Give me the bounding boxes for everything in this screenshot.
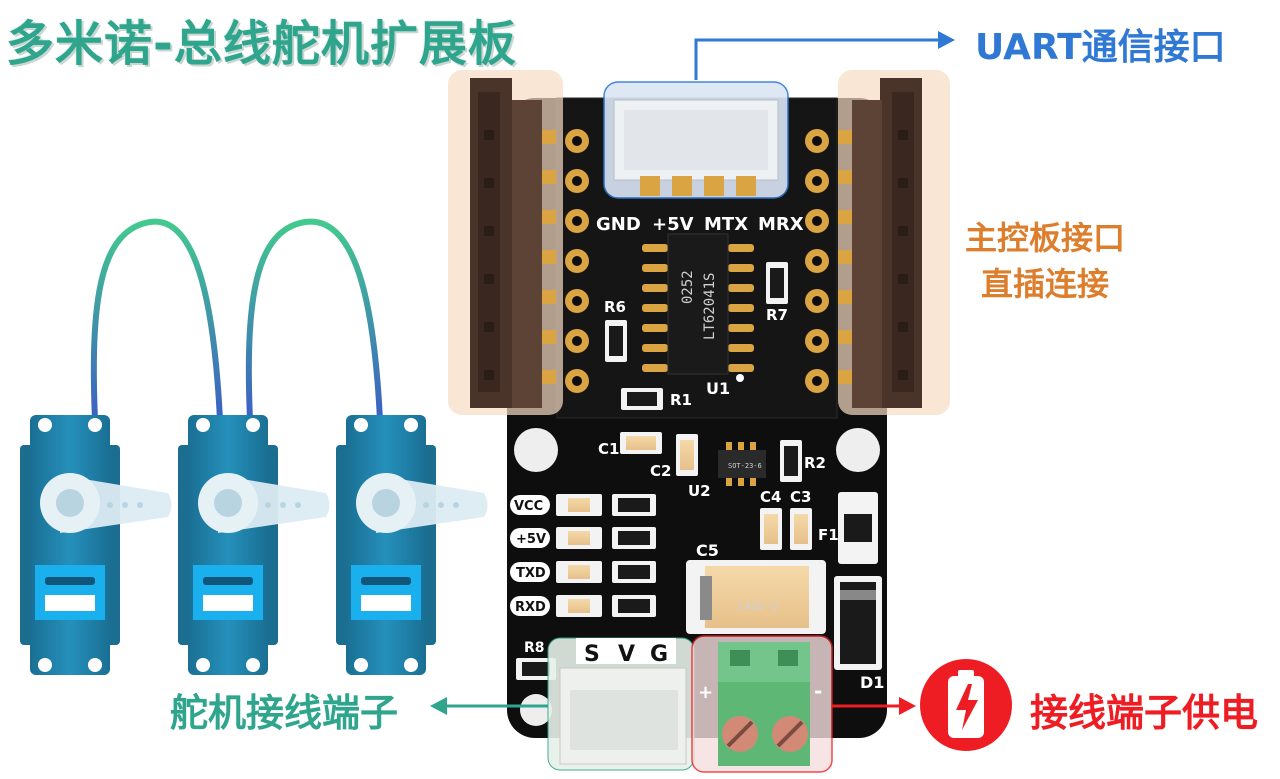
servo-terminal-connector [547, 637, 695, 771]
label-r7: R7 [766, 306, 788, 324]
servo-pin-g: G [650, 642, 668, 667]
c5-marking: CASE-D [738, 600, 778, 613]
power-terminal-connector [691, 635, 833, 773]
label-u2: U2 [688, 482, 711, 500]
left-pin-header [470, 78, 556, 408]
chip-marking-1: 0252 [680, 270, 696, 304]
pin-label-mrx: MRX [758, 214, 804, 235]
label-r8: R8 [524, 640, 545, 656]
power-terminal-label: 接线端子供电 [1030, 691, 1259, 735]
label-f1: F1 [818, 526, 839, 544]
led-label-rxd: RXD [515, 600, 546, 615]
right-pin-header [838, 78, 922, 408]
servo-pin-v: V [618, 642, 635, 667]
pin-label-5v: +5V [652, 214, 694, 235]
uart-label: UART通信接口 [975, 27, 1226, 68]
led-indicators [510, 494, 656, 680]
pin-label-mtx: MTX [704, 214, 748, 235]
main-ctrl-label: 主控板接口 直插连接 [965, 215, 1125, 307]
label-c2: C2 [650, 462, 671, 480]
servo-2 [178, 415, 330, 675]
label-r2: R2 [804, 454, 826, 472]
chip-u1 [642, 233, 754, 382]
label-c5: C5 [696, 541, 719, 560]
label-c4: C4 [760, 488, 781, 506]
u2-marking: SOT-23-6 [728, 462, 762, 470]
page-title: 多米诺-总线舵机扩展板 [6, 16, 517, 72]
servo-wires [90, 218, 383, 421]
power-plus: + [698, 682, 713, 703]
label-r1: R1 [670, 391, 692, 409]
led-label-vcc: VCC [514, 499, 543, 514]
led-label-txd: TXD [516, 566, 546, 581]
main-ctrl-line-1: 主控板接口 [965, 219, 1126, 257]
uart-connector [603, 81, 789, 199]
chip-marking-2: LT62041S [702, 273, 718, 340]
label-c3: C3 [790, 488, 811, 506]
servo-1 [20, 415, 172, 675]
battery-charging-icon [920, 659, 1012, 751]
label-c1: C1 [598, 440, 619, 458]
servo-terminal-label: 舵机接线端子 [170, 691, 399, 735]
label-d1: D1 [860, 673, 884, 692]
label-r6: R6 [604, 298, 626, 316]
label-u1: U1 [706, 379, 730, 398]
smd-parts [605, 262, 882, 670]
led-label-5v: +5V [516, 532, 546, 547]
power-minus: - [814, 679, 822, 703]
servo-3 [336, 415, 488, 675]
main-ctrl-line-2: 直插连接 [981, 265, 1110, 303]
servo-pin-s: S [584, 642, 600, 667]
pin-label-gnd: GND [596, 214, 641, 235]
arrow-icon [430, 31, 955, 715]
